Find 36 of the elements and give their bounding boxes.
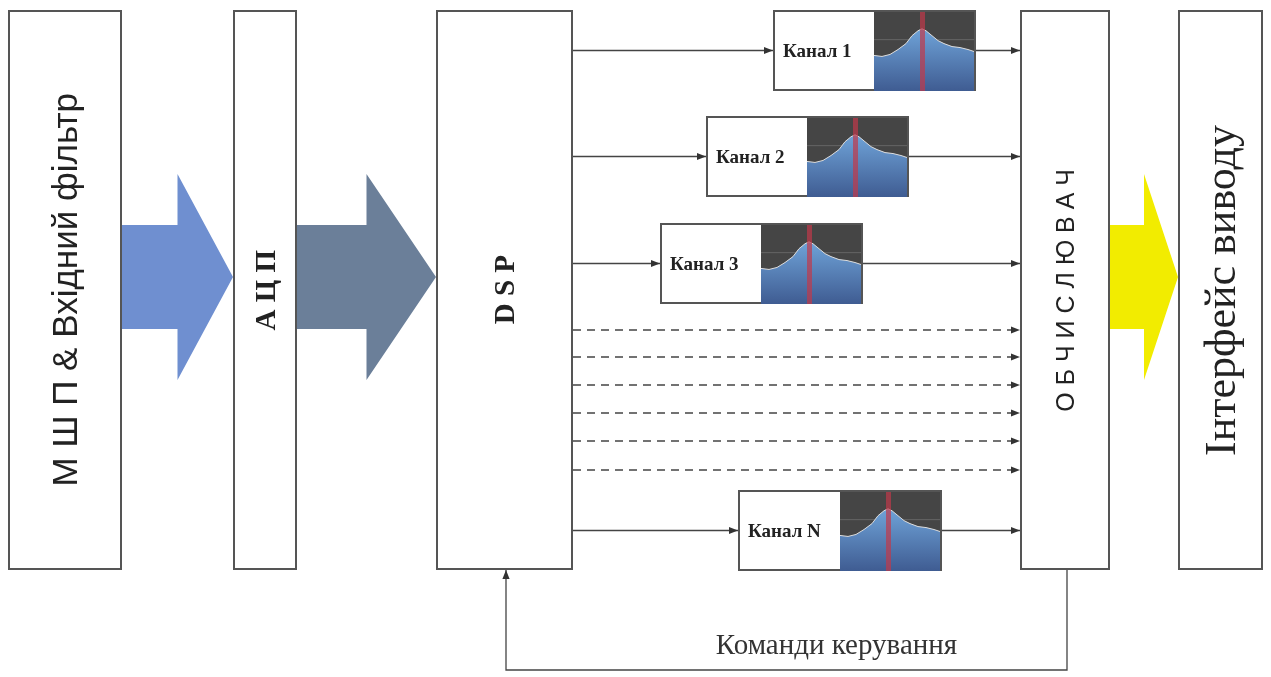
arrow <box>502 569 1068 671</box>
block-label: А Ц П <box>248 249 282 331</box>
arrow <box>572 46 774 55</box>
arrow <box>572 466 1021 474</box>
arrow <box>572 259 661 268</box>
process-block <box>1020 10 1110 570</box>
arrow <box>572 353 1021 361</box>
arrow <box>908 152 1021 161</box>
arrow <box>862 259 1021 268</box>
arrow <box>572 409 1021 417</box>
channel-box <box>706 116 909 197</box>
process-block <box>8 10 122 570</box>
arrow <box>572 381 1021 389</box>
block-label: М Ш П & Вхідний фільтр <box>45 93 85 487</box>
block-label: Інтерфейс виводу <box>1195 124 1246 456</box>
block-arrow <box>122 174 233 380</box>
arrow <box>572 437 1021 445</box>
channel-box <box>660 223 863 304</box>
arrow <box>941 526 1021 535</box>
block-arrow <box>1110 174 1178 380</box>
block-arrow <box>297 174 436 380</box>
block-label: Канал 3 <box>670 252 739 275</box>
arrow <box>572 526 739 535</box>
block-label: О Б Ч И С Л Ю В А Ч <box>1050 168 1080 412</box>
process-block <box>1178 10 1263 570</box>
block-label: Канал 2 <box>716 145 785 168</box>
channel-box <box>773 10 976 91</box>
block-label: D S P <box>488 255 521 325</box>
process-block <box>436 10 573 570</box>
block-label: Канал N <box>748 519 821 542</box>
arrow <box>572 152 707 161</box>
block-label: Канал 1 <box>783 39 852 62</box>
process-block <box>233 10 297 570</box>
arrow <box>572 326 1021 334</box>
arrow <box>975 46 1021 55</box>
channel-box <box>738 490 942 571</box>
